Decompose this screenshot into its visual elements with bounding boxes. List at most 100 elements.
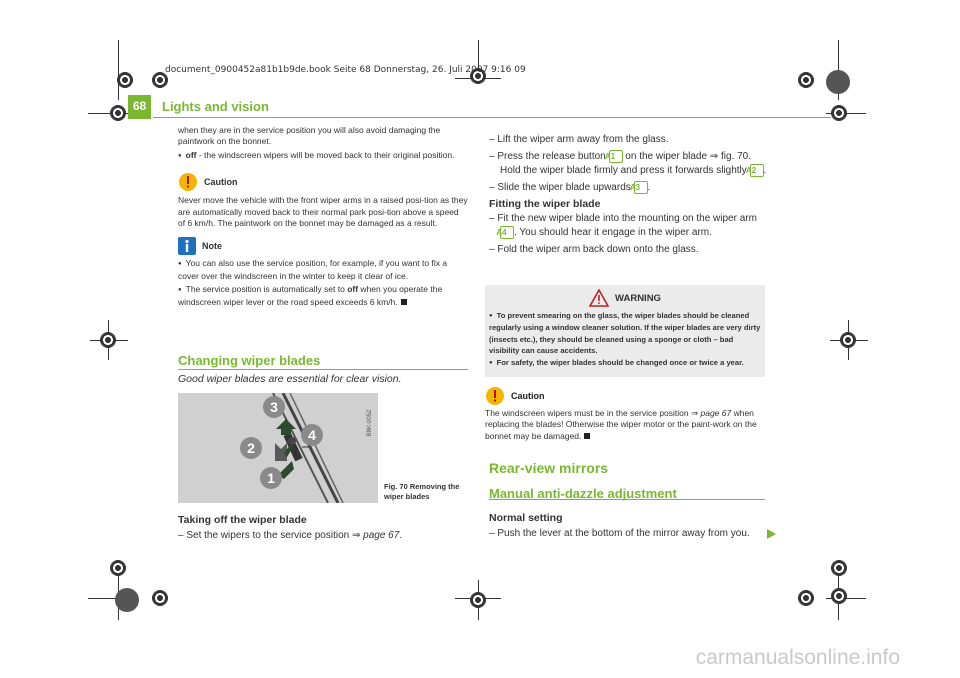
warning-bullet: To prevent smearing on the glass, the wi… — [489, 310, 761, 357]
registration-mark-icon — [110, 560, 126, 576]
step-item: – Slide the wiper blade upwards A3. — [489, 181, 769, 195]
step-text: – Press the release button — [489, 151, 609, 162]
step-text: – Slide the wiper blade upwards — [489, 182, 634, 193]
figure-ref-marker: A4 — [496, 226, 514, 239]
registration-mark-icon — [117, 72, 133, 88]
note-bullet-text: when you operate the windscreen wiper le… — [178, 284, 443, 307]
end-of-section-icon — [400, 298, 407, 305]
registration-mark-icon — [831, 588, 847, 604]
page-number: 68 — [132, 99, 147, 113]
reference-arrow: ⇒ — [690, 408, 699, 418]
changing-wiper-blades-heading: Changing wiper blades — [178, 353, 321, 368]
page-reference-link[interactable]: page 67 — [700, 408, 732, 418]
warning-bullet: For safety, the wiper blades should be c… — [489, 357, 761, 369]
right-column-steps: – Lift the wiper arm away from the glass… — [489, 133, 769, 260]
caution-block-header: Caution — [485, 386, 765, 406]
figure-ref-marker: A1 — [605, 150, 623, 163]
registration-mark-icon — [831, 560, 847, 576]
caution-icon — [179, 173, 197, 192]
section-title: Lights and vision — [162, 99, 269, 114]
warning-header: WARNING — [485, 289, 765, 307]
figure-label: 1 — [267, 470, 275, 486]
rear-view-mirrors-heading: Rear-view mirrors — [489, 460, 609, 476]
figure-label: 4 — [308, 427, 316, 443]
fitting-heading: Fitting the wiper blade — [489, 198, 601, 210]
warning-bullet-text: For safety, the wiper blades should be c… — [496, 357, 744, 367]
paragraph: when they are in the service position yo… — [178, 125, 441, 147]
caution-title: Caution — [511, 391, 545, 401]
bullet-item: off - the windscreen wipers will be move… — [178, 150, 468, 162]
note-bullet-text: You can also use the service position, f… — [178, 258, 448, 281]
registration-mark-icon — [840, 332, 856, 348]
registration-mark-icon — [831, 105, 847, 121]
caution-block-right: Caution The windscreen wipers must be in… — [485, 386, 765, 442]
step-text: . — [763, 165, 767, 176]
caution-title: Caution — [204, 176, 238, 187]
step-item: – Press the release button A1 on the wip… — [489, 150, 769, 178]
registration-mark-icon — [100, 332, 116, 348]
page-number-bar — [128, 95, 151, 119]
warning-body: To prevent smearing on the glass, the wi… — [485, 307, 765, 369]
page-reference-link[interactable]: page 67 — [363, 530, 400, 541]
caution-text: Never move the vehicle with the front wi… — [178, 195, 468, 229]
registration-mark-icon — [110, 105, 126, 121]
normal-setting-heading: Normal setting — [489, 512, 563, 524]
figure-label: 2 — [247, 440, 255, 456]
bullet-text: - the windscreen wipers will be moved ba… — [196, 149, 455, 160]
figure-ref-marker: A3 — [630, 181, 648, 194]
heading-rule — [489, 499, 765, 500]
note-bullet: You can also use the service position, f… — [178, 258, 468, 282]
bold-term: off — [185, 149, 197, 160]
step-text: . — [647, 182, 651, 193]
reference-arrow: ⇒ — [351, 530, 361, 541]
caution-text-part: The windscreen wipers must be in the ser… — [485, 408, 691, 418]
note-bullet: The service position is automatically se… — [178, 284, 468, 308]
wiper-illustration: 3 4 2 1 B8K-0052 — [178, 393, 378, 503]
continue-arrow-icon — [767, 529, 776, 539]
figure-ref-marker: A2 — [746, 164, 764, 177]
print-header-line: document_0900452a81b1b9de.book Seite 68 … — [165, 65, 526, 75]
step-item: – Lift the wiper arm away from the glass… — [489, 134, 669, 145]
wiper-blade-figure: 3 4 2 1 B8K-0052 — [178, 393, 378, 503]
caution-text: The windscreen wipers must be in the ser… — [485, 408, 765, 442]
step-text: – Fit the new wiper blade into the mount… — [489, 213, 757, 224]
arrow-push-icon — [278, 461, 294, 479]
normal-setting-step: – Push the lever at the bottom of the mi… — [489, 528, 750, 539]
left-column: when they are in the service position yo… — [178, 125, 468, 310]
step-item: – Fold the wiper arm back down onto the … — [489, 244, 699, 255]
arrow-up-icon — [276, 419, 296, 435]
caution-block-header: Caution — [178, 172, 468, 192]
end-of-section-icon — [584, 432, 591, 439]
note-bullet-text: The service position is automatically se… — [185, 284, 348, 295]
taking-off-step: – Set the wipers to the service position… — [178, 529, 479, 543]
step-text: on the wiper blade ⇒ fig. 70. Hold the w… — [500, 151, 751, 176]
note-block-header: Note — [178, 237, 468, 256]
figure-label: 3 — [270, 399, 278, 415]
registration-dot-icon — [826, 70, 850, 94]
heading-rule — [178, 369, 468, 370]
registration-mark-icon — [798, 72, 814, 88]
step-text: – Set the wipers to the service position — [178, 530, 352, 541]
registration-mark-icon — [152, 72, 168, 88]
caution-text-part: when replacing the blades! Otherwise the… — [485, 408, 757, 441]
figure-caption: Fig. 70 Removing the wiper blades — [384, 482, 460, 501]
caution-icon — [486, 387, 504, 405]
warning-box: WARNING To prevent smearing on the glass… — [485, 285, 765, 377]
step-text: . — [399, 530, 403, 541]
note-icon — [178, 237, 196, 256]
header-rule — [153, 117, 831, 118]
warning-icon — [589, 289, 610, 307]
taking-off-heading: Taking off the wiper blade — [178, 514, 307, 526]
changing-intro: Good wiper blades are essential for clea… — [178, 373, 402, 385]
figure-code: B8K-0052 — [367, 409, 373, 436]
registration-mark-icon — [798, 590, 814, 606]
bold-term: off — [347, 284, 359, 295]
note-title: Note — [202, 240, 222, 251]
step-item: – Fit the new wiper blade into the mount… — [489, 212, 769, 240]
registration-mark-icon — [470, 68, 486, 84]
registration-dot-icon — [115, 588, 139, 612]
registration-mark-icon — [470, 592, 486, 608]
registration-mark-icon — [152, 590, 168, 606]
step-text: . You should hear it engage in the wiper… — [514, 227, 712, 238]
warning-bullet-text: To prevent smearing on the glass, the wi… — [489, 311, 761, 356]
